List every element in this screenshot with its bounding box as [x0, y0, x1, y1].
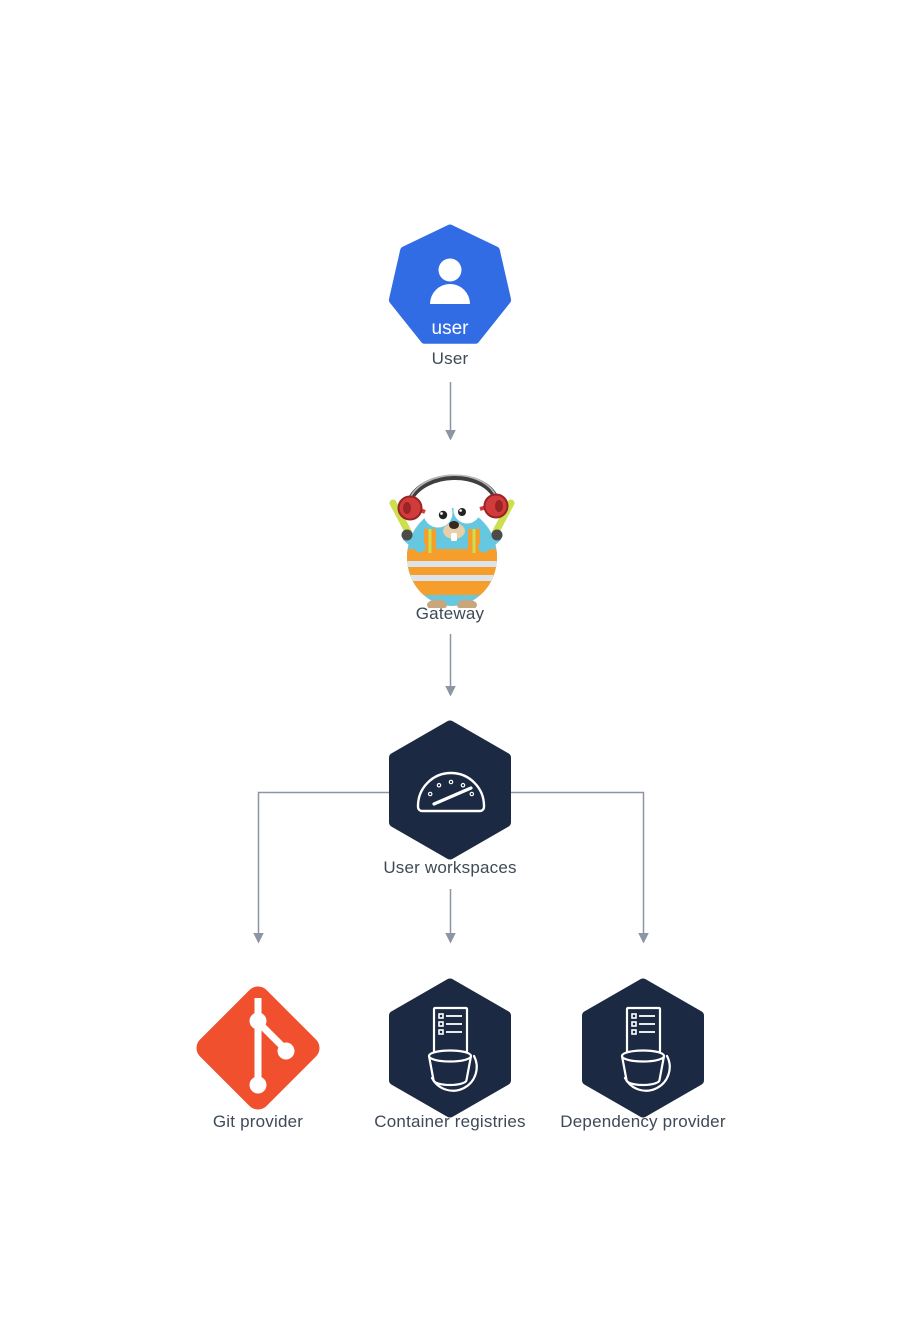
node-label-container-registries: Container registries: [374, 1112, 526, 1131]
node-user-workspaces: [380, 710, 520, 875]
person-glyph-icon: [430, 258, 470, 304]
node-gateway: [387, 458, 517, 613]
git-logo-icon: [196, 986, 320, 1110]
node-git-provider: [178, 968, 338, 1133]
node-user: user: [375, 212, 525, 367]
user-badge-pill: [420, 315, 480, 340]
gopher-right-eye: [453, 496, 481, 524]
gopher-muzzle: [443, 523, 465, 539]
node-label-git-provider: Git provider: [212, 1112, 304, 1131]
gauge-hexagon-icon: [389, 720, 511, 860]
registry-bucket-icon: [582, 978, 704, 1118]
gopher-tooth: [451, 533, 457, 541]
user-badge-text: user: [432, 318, 470, 339]
git-branch-glyph: [249, 998, 295, 1094]
gopher-left-foot: [427, 599, 447, 611]
node-label-user: User: [431, 349, 469, 368]
gopher-left-eye: [423, 498, 453, 528]
bucket-icon: [620, 1049, 671, 1092]
gauge-icon: [416, 771, 486, 813]
manifest-paper-icon: [625, 1006, 662, 1054]
headband: [407, 474, 499, 502]
node-label-gateway: Gateway: [415, 604, 485, 623]
node-label-user-workspaces: User workspaces: [383, 858, 517, 877]
gopher-left-hand: [401, 529, 413, 541]
safety-vest: [407, 529, 497, 595]
node-container-registries: [380, 968, 520, 1133]
node-label-dependency-provider: Dependency provider: [560, 1112, 726, 1131]
registry-bucket-icon: [389, 978, 511, 1118]
gopher-right-foot: [457, 599, 477, 611]
gopher-gateway-icon: [389, 474, 515, 611]
node-dependency-provider: [573, 968, 713, 1133]
bucket-icon: [427, 1049, 478, 1092]
gopher-right-hand: [491, 529, 503, 541]
user-heptagon-icon: user: [388, 224, 512, 344]
gopher-nose: [449, 521, 459, 529]
